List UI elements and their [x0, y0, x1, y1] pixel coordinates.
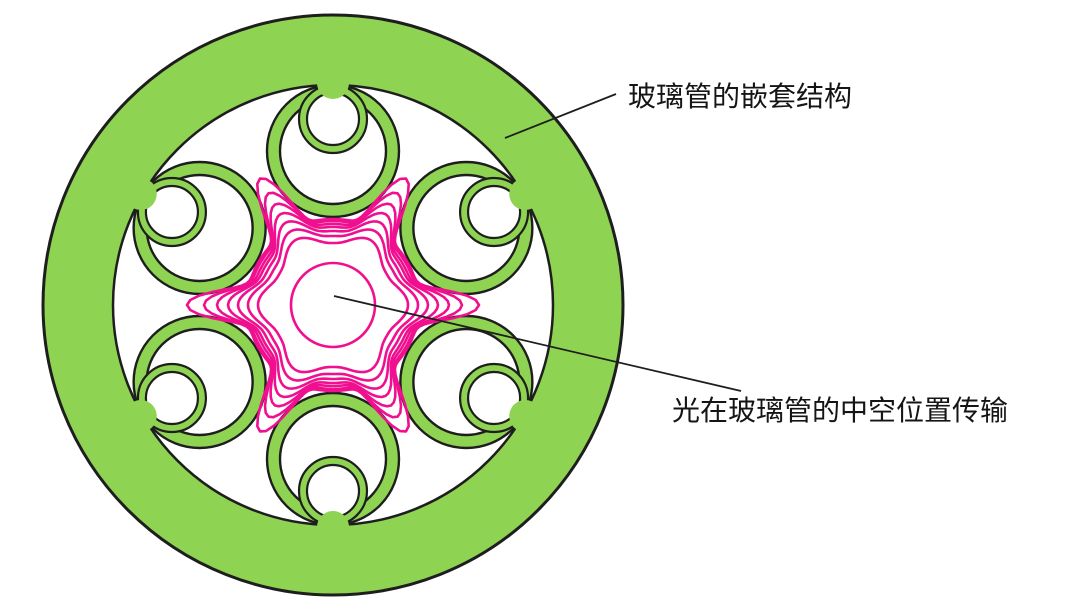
glass-tube-assembly	[399, 314, 542, 450]
label-hollow-core-transmission: 光在玻璃管的中空位置传输	[672, 395, 1008, 426]
tube-attachment-joint	[124, 400, 157, 432]
nested-glass-tubes	[124, 67, 542, 543]
tube-attachment-joint	[509, 400, 542, 432]
tube-attachment-joint	[317, 511, 349, 543]
mode-contour-ring	[246, 228, 420, 382]
glass-tube-assembly	[265, 67, 401, 219]
glass-tube-assembly	[124, 160, 267, 296]
mode-contour-ring	[185, 177, 481, 433]
tube-attachment-joint	[509, 178, 542, 210]
tube-attachment-joint	[317, 67, 349, 99]
nested-tube-inner-wall	[144, 184, 200, 240]
mode-contour-ring	[256, 236, 410, 374]
nested-tube-inner-wall	[305, 463, 361, 519]
label-nested-structure: 玻璃管的嵌套结构	[628, 81, 852, 112]
glass-tube-assembly	[265, 391, 401, 543]
glass-tube-assembly	[124, 314, 267, 450]
leader-line-hollow-core	[333, 295, 742, 392]
nested-tube-inner-wall	[144, 370, 200, 426]
mode-contour-ring	[215, 202, 451, 408]
glass-tube-assembly	[399, 160, 542, 296]
tube-attachment-joint	[124, 178, 157, 210]
light-mode-contours	[185, 177, 481, 433]
leader-line-nested-structure	[504, 93, 617, 139]
nested-tube-inner-wall	[466, 184, 522, 240]
mode-contour-ring	[202, 191, 464, 419]
mode-contour-ring	[236, 220, 430, 390]
annotation-leader-lines	[333, 93, 742, 392]
mode-contour-ring	[226, 211, 440, 399]
nested-tube-inner-wall	[466, 370, 522, 426]
nested-tube-inner-wall	[305, 91, 361, 147]
